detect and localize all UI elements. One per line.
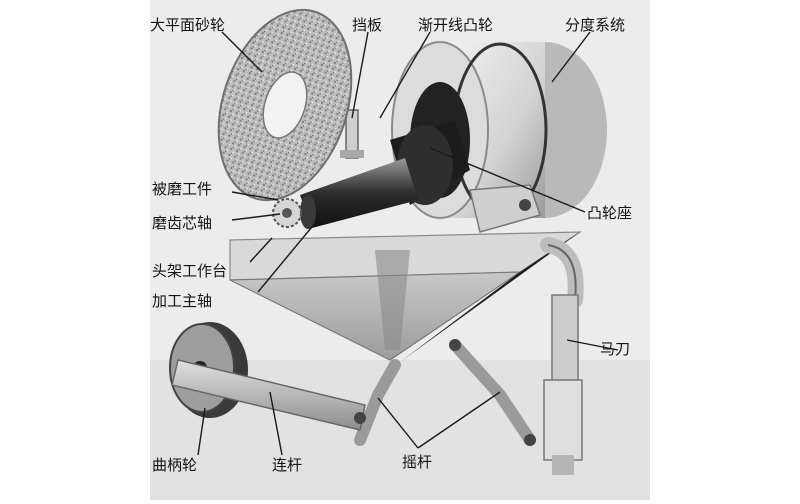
label-crank-wheel: 曲柄轮 xyxy=(152,456,198,474)
label-connecting-rod: 连杆 xyxy=(272,456,303,474)
leader-connecting-rod xyxy=(269,391,283,456)
cam-seat xyxy=(469,184,541,233)
leader-rocker-right xyxy=(417,391,501,449)
workpiece-gear xyxy=(272,198,302,228)
label-headstock-table: 头架工作台 xyxy=(152,262,228,280)
leader-gear-mandrel xyxy=(231,213,281,221)
leader-indexing-system xyxy=(551,31,591,83)
leader-headstock-table xyxy=(249,237,273,263)
label-gear-mandrel: 磨齿芯轴 xyxy=(152,214,213,232)
leader-rocker-left xyxy=(377,397,419,449)
leader-lines xyxy=(197,31,619,456)
headstock-table xyxy=(229,231,583,362)
leader-spindle xyxy=(257,221,317,293)
grinding-wheel xyxy=(217,8,353,202)
horse-knife xyxy=(540,237,584,475)
leader-involute-cam xyxy=(379,31,431,119)
label-rocker: 摇杆 xyxy=(402,453,433,471)
label-spindle: 加工主轴 xyxy=(152,292,213,310)
label-baffle: 挡板 xyxy=(352,16,383,34)
label-grinding-wheel: 大平面砂轮 xyxy=(150,16,226,34)
label-indexing-system: 分度系统 xyxy=(565,16,626,34)
label-cam-seat: 凸轮座 xyxy=(587,204,633,222)
rocker-arms xyxy=(354,339,536,446)
label-workpiece: 被磨工件 xyxy=(152,180,213,198)
connecting-rod xyxy=(171,359,366,431)
leader-crank-wheel xyxy=(197,407,206,456)
leader-grinding-wheel xyxy=(221,31,263,73)
label-horse-knife: 马刀 xyxy=(600,340,631,358)
label-involute-cam: 渐开线凸轮 xyxy=(418,16,494,34)
leader-workpiece xyxy=(231,191,279,201)
leader-horse-knife xyxy=(566,339,619,351)
baffle xyxy=(340,109,364,159)
spindle-shaft xyxy=(300,158,418,229)
leader-baffle xyxy=(351,31,369,119)
leader-cam-seat xyxy=(429,147,586,213)
